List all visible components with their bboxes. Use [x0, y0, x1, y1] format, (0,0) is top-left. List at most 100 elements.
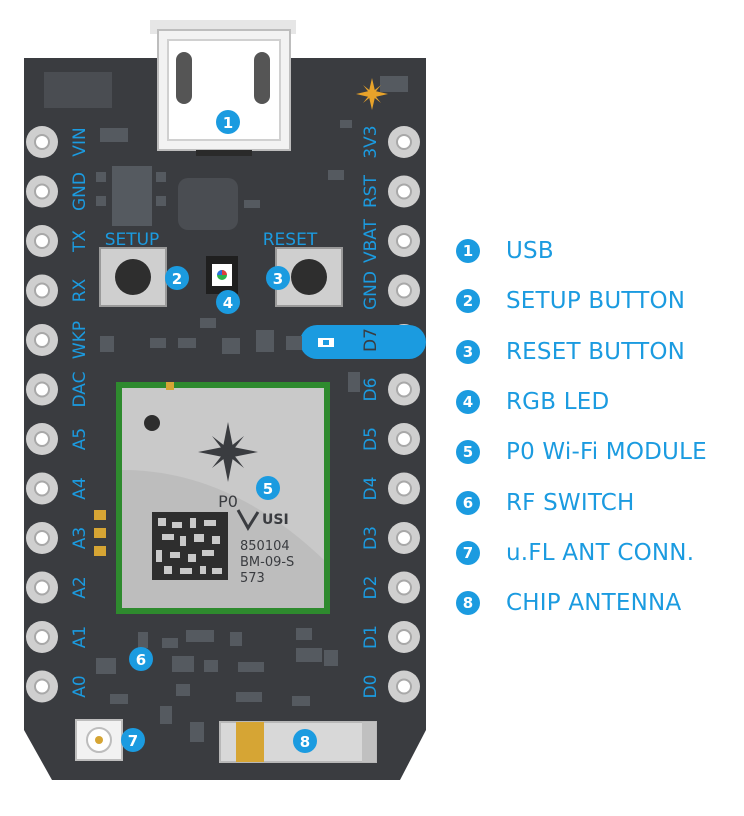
legend-number: 4: [456, 390, 480, 415]
legend-item: 6 RF SWITCH: [456, 477, 740, 527]
p0-module: USI P0 850104 BM-09-S 573: [116, 382, 330, 614]
d7-highlight: [300, 325, 426, 359]
pin-pad-left: [26, 274, 58, 307]
pin-label-right: RST: [361, 174, 381, 208]
callout-marker: 6: [129, 647, 153, 671]
pin-label-right: D2: [361, 576, 381, 600]
pin-label-left: VIN: [70, 127, 90, 156]
pin-label-left: A4: [70, 477, 90, 499]
pin-pad-right: [388, 621, 420, 653]
pin-label-right: GND: [361, 271, 381, 310]
reset-label: RESET: [263, 230, 318, 250]
legend-number: 5: [456, 440, 480, 465]
pin-pad-right: [388, 423, 420, 455]
gold-pads: [94, 510, 106, 556]
usb-connector: [150, 20, 296, 156]
chip-text-line-1: 850104: [240, 539, 290, 554]
legend-number: 6: [456, 490, 480, 515]
callout-number: 1: [223, 114, 233, 132]
pin-label-left: A2: [70, 576, 90, 598]
legend-number: 7: [456, 540, 480, 565]
legend-label: USB: [506, 238, 554, 265]
legend-number: 3: [456, 339, 480, 364]
pin-label-right: D5: [361, 427, 381, 451]
callout-marker: 7: [121, 728, 145, 752]
usi-logo-icon: USI: [236, 509, 289, 531]
legend-item: 3 RESET BUTTON: [456, 327, 740, 377]
legend-number: 1: [456, 239, 480, 264]
callout-marker: 3: [266, 266, 290, 290]
callout-number: 2: [172, 270, 182, 288]
callout-marker: 4: [216, 290, 240, 314]
smd-components: [44, 72, 408, 742]
legend-label: CHIP ANTENNA: [506, 590, 682, 617]
legend-item: 4 RGB LED: [456, 377, 740, 427]
module-star-icon: [198, 422, 258, 482]
callout-marker: 8: [293, 729, 317, 753]
legend-label: RGB LED: [506, 389, 610, 416]
callout-marker: 1: [216, 110, 240, 134]
callout-number: 3: [273, 270, 283, 288]
legend-label: SETUP BUTTON: [506, 288, 686, 315]
pin-label-right: D1: [361, 625, 381, 649]
pin-pad-right: [388, 373, 420, 406]
d7-led-dot: [323, 340, 329, 345]
pin-label-right: VBAT: [361, 218, 381, 263]
pin-pad-right: [388, 274, 420, 307]
pin-label-left: WKP: [70, 321, 90, 359]
left-pin-pads: [26, 126, 58, 703]
pin-pad-right: [388, 175, 420, 208]
pin-label-right: D0: [361, 675, 381, 699]
pin-label-left: A1: [70, 626, 90, 648]
pin-pad-left: [26, 126, 58, 158]
callout-number: 4: [223, 294, 233, 312]
pin-pad-left: [26, 522, 58, 554]
pin-label-right: D4: [361, 477, 381, 501]
pin-label-left: RX: [70, 278, 90, 302]
pin-label-left: DAC: [70, 372, 90, 408]
callout-number: 8: [300, 733, 310, 751]
callout-number: 5: [263, 480, 273, 498]
pin-pad-left: [26, 175, 58, 208]
pin-pad-right: [388, 571, 420, 604]
chip-brand: USI: [262, 512, 289, 528]
pin-pad-left: [26, 621, 58, 653]
pin-label-left: A3: [70, 527, 90, 549]
setup-button: [99, 247, 167, 307]
legend-label: u.FL ANT CONN.: [506, 539, 695, 566]
pin-label-right: D7: [361, 328, 381, 352]
pin-pad-left: [26, 225, 58, 257]
callout-number: 7: [128, 732, 138, 750]
chip-text-line-3: 573: [240, 571, 265, 586]
pin-pad-right: [388, 522, 420, 554]
legend-label: RESET BUTTON: [506, 338, 686, 365]
pin-pad-left: [26, 423, 58, 455]
setup-label: SETUP: [105, 230, 160, 250]
pin-label-left: TX: [70, 230, 90, 253]
pin-pad-right: [388, 472, 420, 505]
callout-number: 6: [136, 651, 146, 669]
pin-label-right: 3V3: [361, 125, 381, 158]
pin-label-left: A5: [70, 428, 90, 450]
pin-pad-left: [26, 373, 58, 406]
ufl-connector: [75, 719, 123, 761]
callout-marker: 2: [165, 266, 189, 290]
module-label: P0: [218, 492, 238, 511]
callout-marker: 5: [256, 476, 280, 500]
pin-pad-left: [26, 571, 58, 604]
star-logo-icon: [356, 78, 388, 110]
pin-label-right: D6: [361, 378, 381, 402]
rgb-led: [206, 256, 238, 294]
pin-pad-left: [26, 324, 58, 356]
pin-label-right: D3: [361, 526, 381, 550]
legend-number: 8: [456, 591, 480, 616]
legend-label: RF SWITCH: [506, 489, 635, 516]
legend-item: 8 CHIP ANTENNA: [456, 578, 740, 628]
legend-item: 1 USB: [456, 226, 740, 276]
callout-markers: 1 2 3 4 5 6 7 8: [121, 110, 317, 753]
